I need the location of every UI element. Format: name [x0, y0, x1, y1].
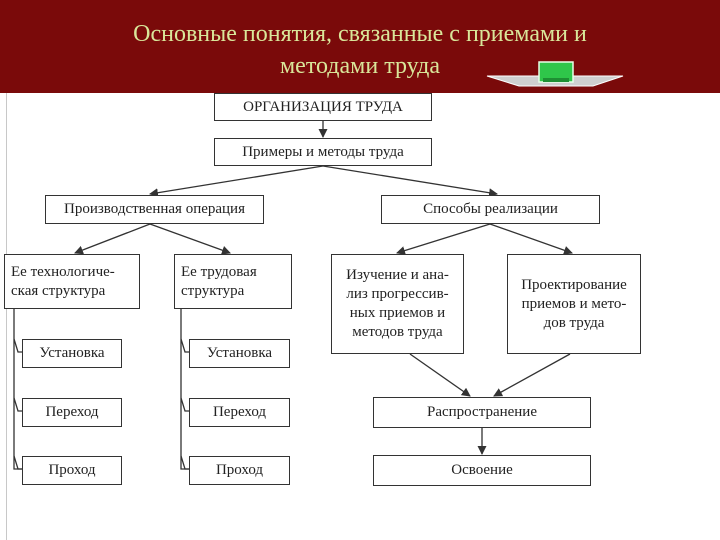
node-design: Проектирование приемов и мето- дов труда — [507, 254, 641, 354]
node-production-operation-label: Производственная операция — [64, 201, 245, 217]
node-mastering: Освоение — [373, 455, 591, 486]
node-labor-item-1-label: Установка — [206, 345, 273, 361]
node-dissemination: Распространение — [373, 397, 591, 428]
node-study-label: Изучение и ана- лиз прогрессив- ных прие… — [346, 267, 449, 340]
node-labor-structure: Ее трудовая структура — [174, 254, 292, 309]
node-tech-structure: Ее технологиче- ская структура — [4, 254, 140, 309]
node-labor-item-2-label: Переход — [212, 404, 267, 420]
node-implementation-methods-label: Способы реализации — [423, 201, 558, 217]
node-labor-item-1: Установка — [189, 339, 290, 368]
node-dissemination-label: Распространение — [426, 404, 537, 420]
node-examples: Примеры и методы труда — [214, 138, 432, 166]
arrow-study-to-dissemination — [409, 353, 471, 397]
node-labor-item-3-label: Проход — [215, 462, 264, 478]
node-tech-item-3-label: Проход — [48, 462, 96, 478]
node-implementation-methods: Способы реализации — [381, 195, 600, 224]
arrow-design-to-dissemination — [493, 353, 571, 397]
node-root-label: ОРГАНИЗАЦИЯ ТРУДА — [243, 98, 403, 115]
node-labor-item-2: Переход — [189, 398, 290, 427]
bracket-labor-items — [180, 309, 189, 470]
node-tech-item-3: Проход — [22, 456, 122, 485]
node-tech-item-1: Установка — [22, 339, 122, 368]
bracket-tech-item-2 — [13, 397, 22, 412]
slide-title-line-2: методами труда — [279, 53, 441, 79]
arrow-operation-to-labor — [149, 223, 231, 255]
arrow-operation-to-tech — [74, 223, 151, 255]
bracket-tech-item-3 — [13, 455, 22, 470]
arrow-examples-to-methods — [322, 165, 498, 198]
bracket-tech-item-1 — [13, 338, 22, 353]
bracket-labor-item-2 — [180, 397, 189, 412]
node-tech-structure-label: Ее технологиче- ская структура — [11, 263, 115, 299]
bracket-tech-items — [13, 309, 22, 470]
arrow-methods-to-design — [489, 223, 573, 255]
arrow-methods-to-study — [396, 223, 491, 255]
slide-header: Основные понятия, связанные с приемами и… — [0, 0, 720, 93]
node-examples-label: Примеры и методы труда — [242, 143, 404, 160]
node-labor-structure-label: Ее трудовая структура — [181, 263, 257, 299]
slide-title-line-1: Основные понятия, связанные с приемами и — [133, 21, 587, 47]
next-arrow-icon[interactable] — [485, 60, 625, 90]
node-tech-item-2-label: Переход — [45, 404, 99, 420]
node-tech-item-2: Переход — [22, 398, 122, 427]
node-root: ОРГАНИЗАЦИЯ ТРУДА — [214, 93, 432, 121]
bracket-labor-item-1 — [180, 338, 189, 353]
node-study: Изучение и ана- лиз прогрессив- ных прие… — [331, 254, 464, 354]
arrow-examples-to-operation — [149, 165, 324, 198]
node-mastering-label: Освоение — [451, 462, 513, 478]
slide-left-rule — [6, 93, 7, 540]
node-production-operation: Производственная операция — [45, 195, 264, 224]
slide-title: Основные понятия, связанные с приемами и… — [0, 18, 720, 82]
node-tech-item-1-label: Установка — [39, 345, 105, 361]
node-labor-item-3: Проход — [189, 456, 290, 485]
bracket-labor-item-3 — [180, 455, 189, 470]
node-design-label: Проектирование приемов и мето- дов труда — [521, 276, 627, 331]
